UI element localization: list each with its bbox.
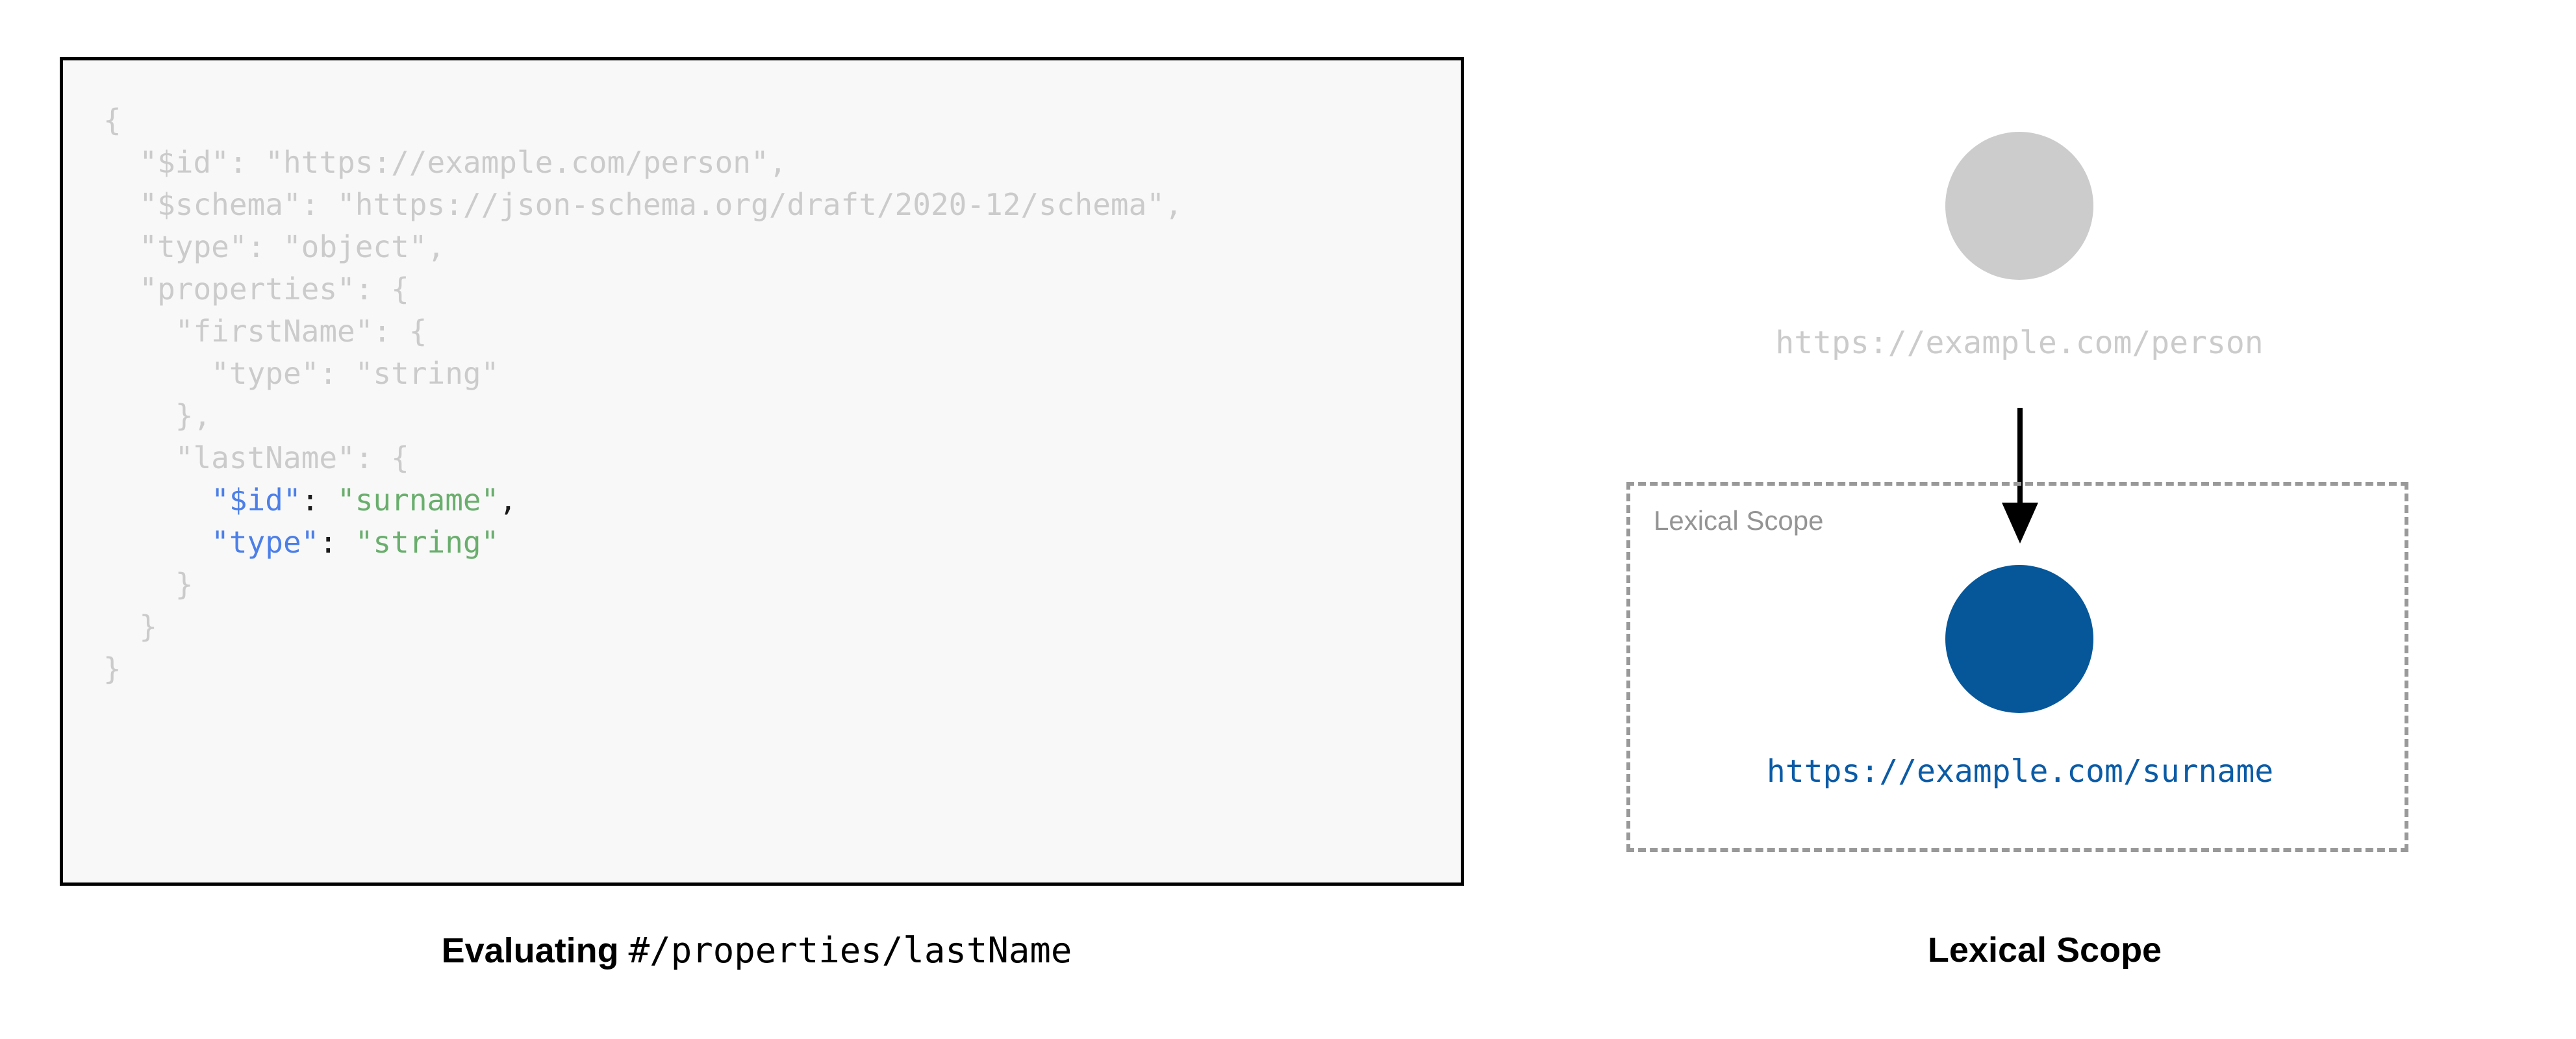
lexical-scope-diagram-panel: https://example.com/person Lexical Scope…	[1513, 0, 2576, 1039]
code-token: "type"	[211, 525, 320, 560]
code-token: {	[103, 103, 121, 138]
code-token: "$schema": "https://json-schema.org/draf…	[139, 187, 1183, 222]
root-schema-node-label: https://example.com/person	[1775, 325, 2264, 361]
code-token: }	[139, 609, 158, 644]
left-panel-caption: Evaluating #/properties/lastName	[0, 930, 1513, 971]
code-token: "$id": "https://example.com/person",	[139, 145, 787, 180]
code-token: }	[175, 567, 194, 602]
code-token: "type": "object",	[139, 229, 446, 264]
surname-schema-node-label: https://example.com/surname	[1766, 753, 2274, 790]
code-token: ,	[499, 482, 517, 518]
code-token: }	[103, 651, 121, 686]
code-token: "$id"	[211, 482, 301, 518]
caption-label-evaluating: Evaluating	[441, 931, 619, 970]
code-token: "properties": {	[139, 271, 409, 307]
lexical-scope-box-label: Lexical Scope	[1654, 505, 1824, 536]
downward-arrow-icon	[2002, 408, 2038, 544]
lexical-scope-boundary-box: Lexical Scope	[1626, 482, 2408, 852]
code-token: "lastName": {	[175, 440, 409, 475]
code-token: "firstName": {	[175, 314, 427, 349]
code-figure-panel: { "$id": "https://example.com/person", "…	[0, 57, 1513, 971]
root-schema-node-circle	[1945, 132, 2093, 280]
code-token: :	[301, 482, 338, 518]
code-block-container: { "$id": "https://example.com/person", "…	[60, 57, 1464, 886]
caption-pointer-path: #/properties/lastName	[628, 930, 1072, 971]
surname-schema-node-circle	[1945, 565, 2093, 713]
code-token: },	[175, 398, 212, 433]
code-token: "type": "string"	[211, 356, 499, 391]
caption-label-lexical-scope: Lexical Scope	[1927, 931, 2162, 970]
json-schema-code: { "$id": "https://example.com/person", "…	[103, 99, 1183, 690]
code-token: "surname"	[337, 482, 499, 518]
code-token: "string"	[355, 525, 499, 560]
code-token: :	[319, 525, 355, 560]
right-panel-caption: Lexical Scope	[1513, 930, 2576, 970]
